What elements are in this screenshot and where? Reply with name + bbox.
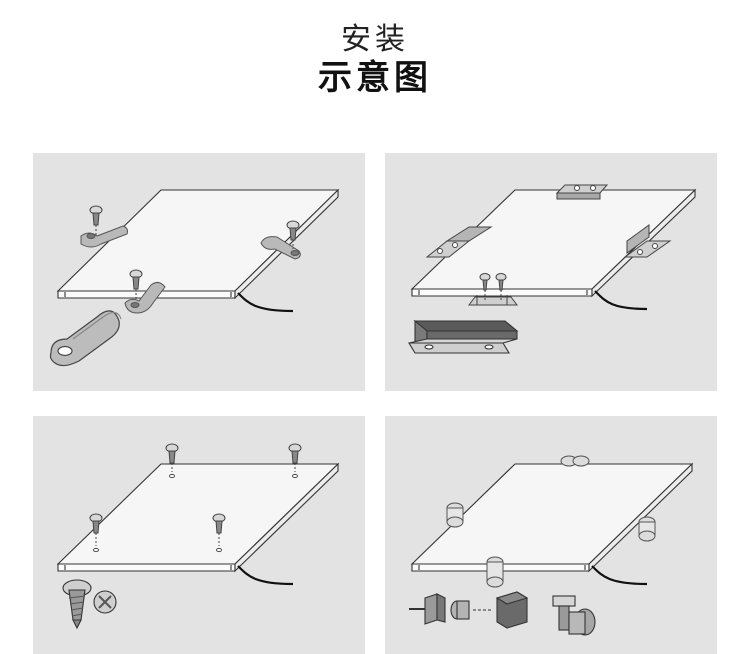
- standoff-parts: [409, 591, 596, 636]
- panel-screw-mount: [33, 416, 365, 654]
- standoff-assembled: [552, 595, 596, 636]
- screw-left: [89, 205, 103, 235]
- screw-front-left: [89, 513, 103, 553]
- power-cable: [237, 565, 294, 586]
- bracket-mount-illustration: [408, 184, 697, 354]
- standoff-set: [446, 455, 656, 588]
- screw-pair: [479, 273, 507, 301]
- clip-front: [124, 281, 166, 314]
- screw-front: [129, 269, 143, 301]
- bracket-right: [623, 224, 672, 258]
- clip-left: [80, 225, 128, 248]
- power-cable: [591, 565, 648, 586]
- panel-clip-mount: [33, 153, 365, 391]
- power-cable: [237, 292, 294, 313]
- power-cable: [594, 290, 648, 311]
- standoff-mount-illustration: [409, 455, 694, 636]
- title-line-2: 示意图: [318, 58, 432, 98]
- clip-mount-illustration: [49, 188, 340, 367]
- board-top-face: [56, 463, 340, 565]
- bracket-left: [425, 226, 493, 258]
- bracket-detail: [408, 319, 519, 354]
- clip-detail: [49, 310, 122, 367]
- standoff-left: [446, 502, 464, 528]
- panel-standoff-mount: [385, 416, 717, 654]
- screw-back-right: [288, 443, 302, 479]
- screw-front-right: [212, 513, 226, 553]
- board-right-edge: [588, 462, 693, 573]
- bracket-top: [555, 184, 609, 200]
- panel-bracket-mount: [385, 153, 717, 391]
- screw-right: [286, 220, 300, 249]
- screw-mount-illustration: [56, 443, 340, 630]
- screw-back-left: [165, 443, 179, 479]
- screw-set: [89, 443, 302, 553]
- standoff-top: [560, 455, 590, 467]
- board-right-edge: [234, 462, 339, 573]
- board-front-edge: [57, 563, 236, 572]
- clip-right: [260, 236, 301, 260]
- screw-detail: [62, 579, 117, 630]
- standoff-cap: [424, 593, 438, 625]
- title-line-1: 安装: [341, 22, 409, 57]
- page-title: 安装 示意图: [0, 22, 750, 98]
- standoff-front: [486, 556, 504, 588]
- standoff-right: [638, 516, 656, 542]
- bracket-front: [468, 295, 518, 306]
